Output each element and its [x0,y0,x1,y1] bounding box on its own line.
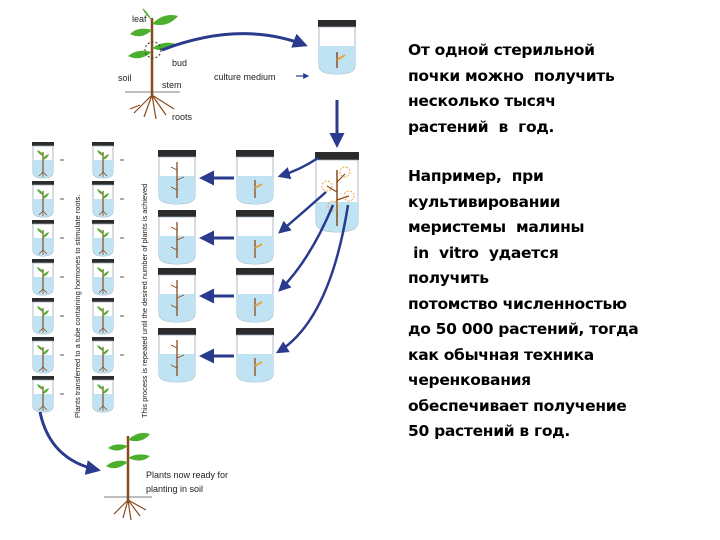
text-line: до 50 000 растений, тогда [408,320,639,338]
label-roots: roots [172,112,193,122]
text-line: меристемы малины [408,218,585,236]
text-line: От одной стерильной [408,41,595,59]
label-repeat: This process is repeated until the desir… [140,184,149,418]
culture-jar [317,19,357,75]
label-bud: bud [172,58,187,68]
arrow-to-culture [161,32,308,52]
arrow-to-final-plant [38,411,101,475]
parent-plant [125,8,180,120]
column-3-jars [157,149,197,383]
label-ready-2: planting in soil [146,484,203,494]
label-leaf: leaf [132,14,147,24]
arrow-branch-3 [278,204,335,292]
text-line: несколько тысяч [408,92,556,110]
arrow-branch-4 [275,204,350,354]
final-plant [104,432,152,521]
label-culture-medium: culture medium [214,72,276,82]
text-line: почки можно получить [408,66,615,85]
arrow-branch-1 [277,156,319,180]
label-ready-1: Plants now ready for [146,470,228,480]
text-line: получить [408,269,489,287]
text-line: обеспечивает получение [408,396,627,415]
small-tubes-col-a [31,141,55,413]
arrows-col2-col3 [199,170,234,364]
label-hormones: Plants transferred to a tube containing … [73,195,82,418]
label-stem: stem [162,80,182,90]
text-line: растений в год. [408,117,555,136]
text-line: черенкования [408,371,531,389]
label-soil: soil [118,73,132,83]
arrow-branch-2 [278,191,327,234]
column-2-jars [235,149,275,383]
text-line: in vitro удается [408,243,559,262]
text-line: 50 растений в год. [408,422,570,440]
multiplying-jar [315,152,359,233]
tube-dashes [60,159,124,395]
text-line: как обычная техника [408,345,594,364]
text-line: потомство численностью [408,294,627,313]
description-text: От одной стерильной почки можно получить… [408,38,713,445]
text-line: культивировании [408,192,561,211]
micropropagation-diagram: leaf bud soil stem roots culture medium [31,8,359,521]
text-line: Например, при [408,167,544,185]
small-tubes-col-b [91,141,115,413]
